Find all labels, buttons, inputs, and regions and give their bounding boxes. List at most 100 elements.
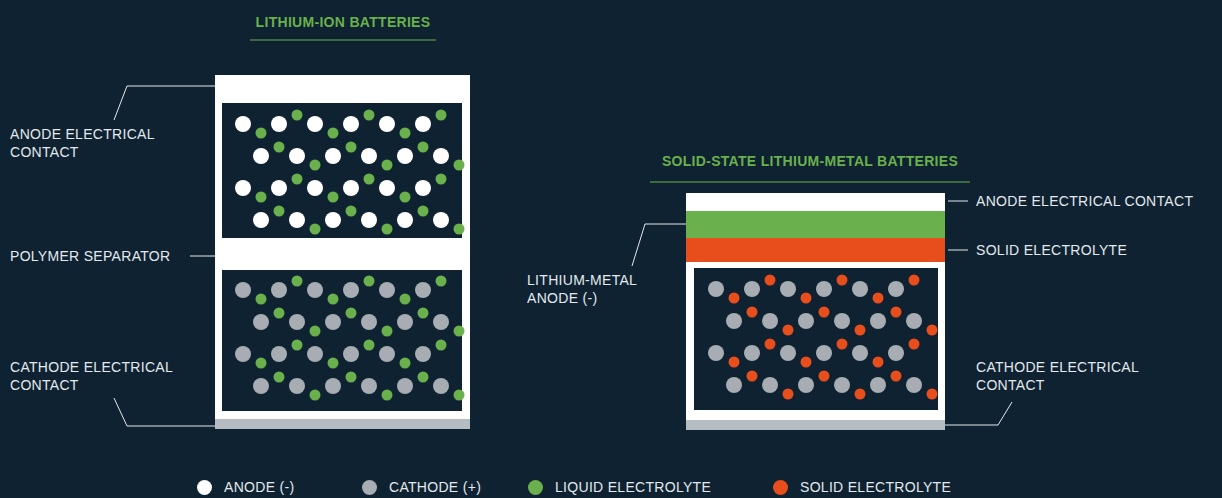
particle: [397, 212, 413, 228]
particle: [909, 339, 920, 350]
particle: [726, 313, 742, 329]
particle: [819, 371, 830, 382]
particle: [256, 192, 267, 203]
particle: [328, 294, 339, 305]
particle: [289, 314, 305, 330]
particle: [361, 212, 377, 228]
particle: [361, 148, 377, 164]
particle: [400, 192, 411, 203]
particle: [834, 313, 850, 329]
particle: [364, 110, 375, 121]
particle: [382, 390, 393, 401]
particle: [765, 339, 776, 350]
particle: [253, 148, 269, 164]
particle: [328, 192, 339, 203]
particle: [888, 345, 904, 361]
particle: [235, 282, 251, 298]
particle: [364, 276, 375, 287]
particle: [744, 281, 760, 297]
particle: [870, 377, 886, 393]
particle: [364, 174, 375, 185]
particle: [873, 357, 884, 368]
particle: [271, 346, 287, 362]
particle: [855, 325, 866, 336]
particle: [454, 224, 465, 235]
legend-text: CATHODE (+): [389, 479, 481, 495]
particle: [274, 206, 285, 217]
part-label: ANODE ELECTRICAL CONTACT: [976, 192, 1206, 210]
particle: [256, 128, 267, 139]
li-ion-cell: [215, 75, 470, 429]
particle: [433, 378, 449, 394]
particle: [325, 148, 341, 164]
particle: [870, 313, 886, 329]
particle: [415, 116, 431, 132]
legend-text: ANODE (-): [224, 479, 294, 495]
particle: [726, 377, 742, 393]
particle: [307, 282, 323, 298]
particle: [780, 281, 796, 297]
legend-swatch: [528, 480, 543, 495]
particle: [310, 390, 321, 401]
particle: [454, 160, 465, 171]
particle: [436, 174, 447, 185]
particle: [328, 128, 339, 139]
particle: [765, 275, 776, 286]
particle: [436, 276, 447, 287]
particle: [235, 116, 251, 132]
particle: [310, 326, 321, 337]
particle: [909, 275, 920, 286]
solid-state-cell: [686, 193, 945, 430]
particle: [747, 307, 758, 318]
particle: [906, 313, 922, 329]
particle: [400, 294, 411, 305]
particle: [783, 325, 794, 336]
particle: [274, 308, 285, 319]
particle: [292, 276, 303, 287]
particle: [253, 212, 269, 228]
particle: [454, 326, 465, 337]
particle: [433, 148, 449, 164]
particle: [382, 160, 393, 171]
particle: [816, 345, 832, 361]
particle: [253, 314, 269, 330]
particle: [289, 378, 305, 394]
particle: [289, 212, 305, 228]
particle: [271, 116, 287, 132]
particle: [436, 340, 447, 351]
particle: [379, 116, 395, 132]
particle: [747, 371, 758, 382]
legend-item: ANODE (-): [197, 479, 294, 495]
particle: [271, 282, 287, 298]
part-label: SOLID ELECTROLYTE: [976, 241, 1176, 259]
particle: [256, 358, 267, 369]
particle: [415, 180, 431, 196]
particle: [798, 377, 814, 393]
particle: [382, 326, 393, 337]
particle: [852, 281, 868, 297]
particle: [801, 293, 812, 304]
particle: [346, 142, 357, 153]
particle: [361, 378, 377, 394]
part-label: CATHODE ELECTRICAL CONTACT: [10, 358, 190, 394]
particle: [729, 357, 740, 368]
particle: [364, 340, 375, 351]
legend-swatch: [362, 480, 377, 495]
legend-swatch: [773, 480, 788, 495]
section-title: SOLID-STATE LITHIUM-METAL BATTERIES: [662, 153, 958, 169]
particle: [346, 308, 357, 319]
particle: [906, 377, 922, 393]
section-title: LITHIUM-ION BATTERIES: [256, 14, 431, 30]
particle: [235, 346, 251, 362]
particle: [433, 314, 449, 330]
particle: [436, 110, 447, 121]
part-label: ANODE ELECTRICAL CONTACT: [10, 125, 190, 161]
particle: [873, 293, 884, 304]
particle: [744, 345, 760, 361]
particle: [292, 110, 303, 121]
legend-swatch: [197, 480, 212, 495]
particle: [783, 389, 794, 400]
particle: [307, 116, 323, 132]
particle: [325, 314, 341, 330]
particle: [433, 212, 449, 228]
